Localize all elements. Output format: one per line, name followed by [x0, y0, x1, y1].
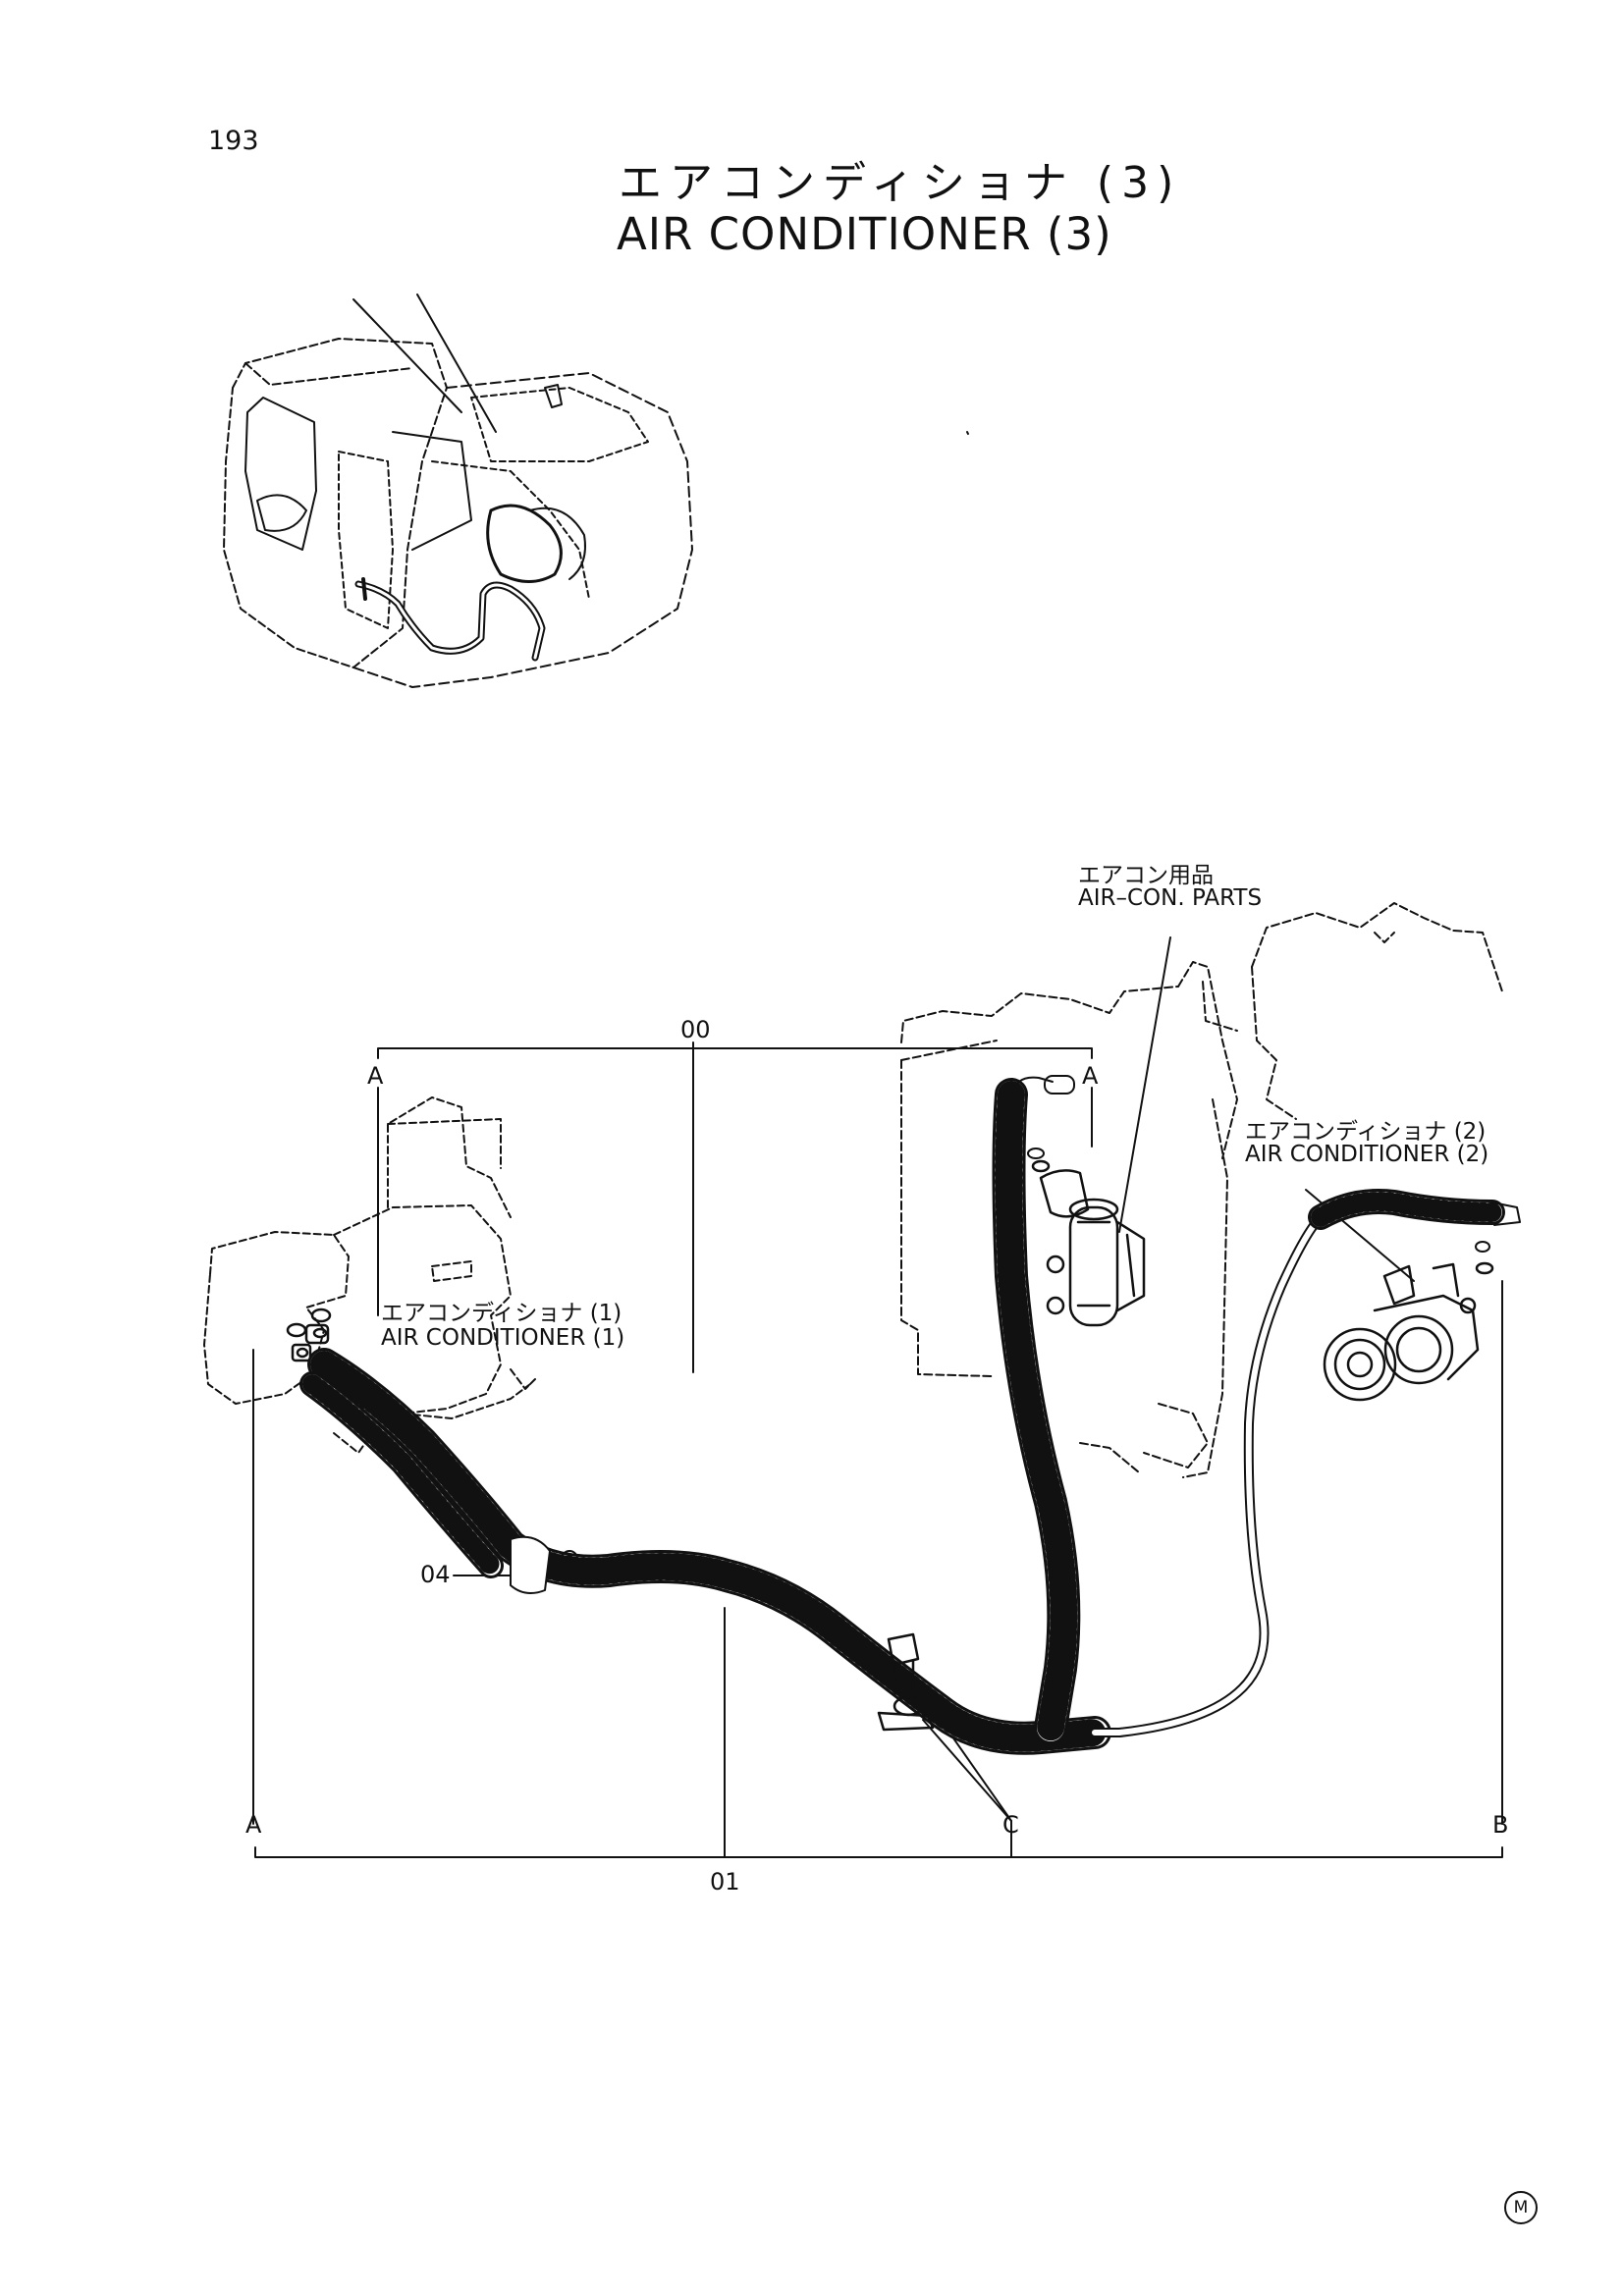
air-conditioner-1-label-en: AIR CONDITIONER (1) [381, 1325, 625, 1351]
hose-harness-01 [299, 1348, 1111, 1755]
reference-a-bottom: A [245, 1811, 262, 1839]
reference-c: C [1002, 1811, 1019, 1839]
compressor-illustration [1323, 1261, 1494, 1402]
engine-block-illustration [900, 902, 1503, 1478]
excavator-overview-illustration [223, 294, 693, 688]
page-title-english: AIR CONDITIONER (3) [617, 208, 1112, 260]
hose-to-receiver [992, 1075, 1081, 1744]
part-number-00: 00 [680, 1016, 711, 1043]
air-conditioner-2-label-en: AIR CONDITIONER (2) [1245, 1142, 1489, 1167]
reference-a-top-right: A [1082, 1062, 1099, 1090]
page-title-japanese: エアコンディショナ (3) [619, 158, 1182, 208]
air-conditioner-1-label-jp: エアコンディショナ (1) [381, 1301, 622, 1326]
aircon-parts-label-en: AIR–CON. PARTS [1078, 885, 1263, 911]
receiver-drier-illustration [1031, 1159, 1146, 1327]
page-number: 193 [208, 126, 259, 156]
air-conditioner-2-label-jp: エアコンディショナ (2) [1245, 1119, 1487, 1145]
hose-to-compressor [1090, 1189, 1521, 1737]
maker-mark-icon: M [1504, 2191, 1538, 2224]
reference-b: B [1492, 1811, 1509, 1839]
part-number-01: 01 [710, 1868, 740, 1896]
service-valve-cap-illustration [877, 1632, 935, 1732]
part-number-04: 04 [420, 1561, 451, 1588]
reference-leader-lines [252, 936, 1503, 1858]
speck [966, 431, 969, 435]
aircon-parts-label-jp: エアコン用品 [1078, 863, 1214, 888]
o-ring-markers [1027, 1148, 1490, 1253]
reference-a-top-left: A [367, 1062, 384, 1090]
unit-fittings [286, 1308, 332, 1362]
